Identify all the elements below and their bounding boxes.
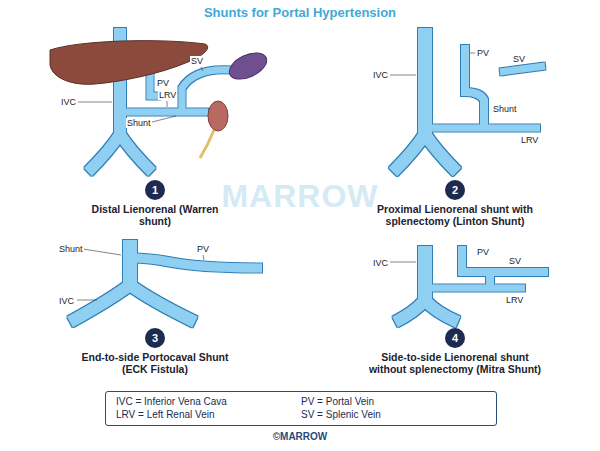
legend-entry: IVC = Inferior Vena Cava: [116, 396, 301, 408]
vessel-label: IVC: [58, 296, 75, 306]
callout-number-text: 3: [152, 332, 158, 344]
vessel-label: SV: [508, 256, 522, 266]
vessel-label: LRV: [520, 135, 539, 145]
kidney: [208, 101, 228, 131]
shunt-caption: Distal Lienorenal (Warren shunt): [85, 203, 225, 227]
vessel-label: IVC: [372, 258, 389, 268]
diagram-title: Shunts for Portal Hypertension: [0, 5, 600, 20]
vein-group: [395, 246, 548, 322]
callout-number: 2: [445, 180, 465, 200]
callout-number-text: 2: [452, 184, 458, 196]
vessel-label: LRV: [158, 90, 177, 100]
liver: [50, 41, 208, 85]
vessel-label: PV: [476, 247, 490, 257]
legend-entry: SV = Splenic Vein: [301, 409, 486, 421]
vessel-label: PV: [476, 48, 490, 58]
callout-number-text: 1: [152, 184, 158, 196]
vein-group: [393, 28, 545, 172]
callout-number: 3: [145, 328, 165, 348]
shunt-caption: Side-to-side Lienorenal shunt without sp…: [365, 351, 545, 375]
vessel-label: IVC: [60, 97, 77, 107]
watermark: MARROW: [221, 178, 378, 215]
shunt-caption: Proximal Lienorenal shunt with splenecto…: [373, 203, 538, 227]
vein-group: [70, 240, 262, 322]
vessel-label: Shunt: [58, 244, 84, 254]
vessel-label: SV: [512, 54, 526, 64]
vessel-label: PV: [156, 78, 170, 88]
ureter: [200, 130, 214, 158]
leader-lines: [77, 53, 475, 300]
vessel-label: PV: [196, 244, 210, 254]
vessel-label: LRV: [505, 295, 524, 305]
callout-number: 4: [445, 328, 465, 348]
legend-entry: LRV = Left Renal Vein: [116, 409, 301, 421]
vessel-label: SV: [190, 56, 204, 66]
callout-number: 1: [145, 180, 165, 200]
vessel-label: Shunt: [492, 104, 518, 114]
legend-box: IVC = Inferior Vena CavaPV = Portal Vein…: [105, 391, 497, 426]
copyright-mark: ©MARROW: [273, 431, 328, 442]
callout-number-text: 4: [452, 332, 458, 344]
shunt-caption: End-to-side Portocaval Shunt (ECK Fistul…: [70, 351, 240, 375]
spleen: [225, 48, 271, 85]
vessel-label: Shunt: [126, 118, 152, 128]
legend-entry: PV = Portal Vein: [301, 396, 486, 408]
vessel-label: IVC: [372, 70, 389, 80]
